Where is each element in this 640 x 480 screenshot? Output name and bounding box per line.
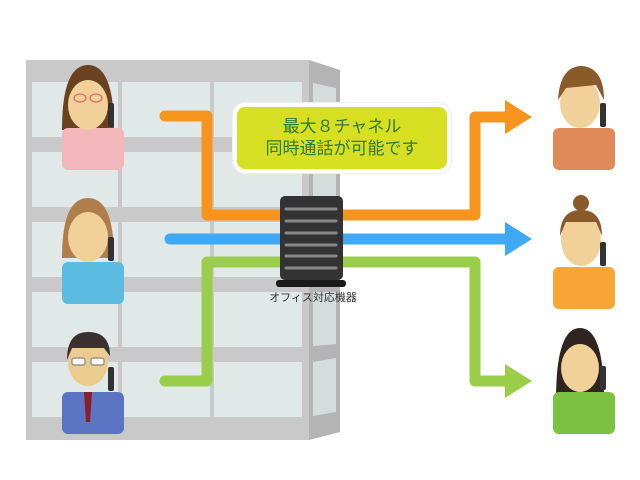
callout-line-1: 最大８チャネル (282, 117, 402, 137)
office-device-icon (276, 196, 346, 287)
blue-arrow-head (505, 222, 532, 256)
caller-woman-glasses-icon (62, 65, 124, 170)
caller-woman-blue-icon (62, 198, 124, 304)
receiver-woman-orange-icon (553, 66, 615, 170)
receiver-woman-bun-icon (553, 195, 615, 309)
callout-line-2: 同時通話が可能です (265, 139, 419, 159)
caller-man-suit-icon (62, 332, 124, 434)
green-arrow-head (505, 364, 532, 398)
channel-callout: 最大８チャネル 同時通話が可能です (233, 103, 451, 173)
receiver-woman-green-icon (553, 328, 615, 434)
orange-arrow-head (505, 100, 532, 134)
device-label: オフィス対応機器 (269, 291, 357, 304)
